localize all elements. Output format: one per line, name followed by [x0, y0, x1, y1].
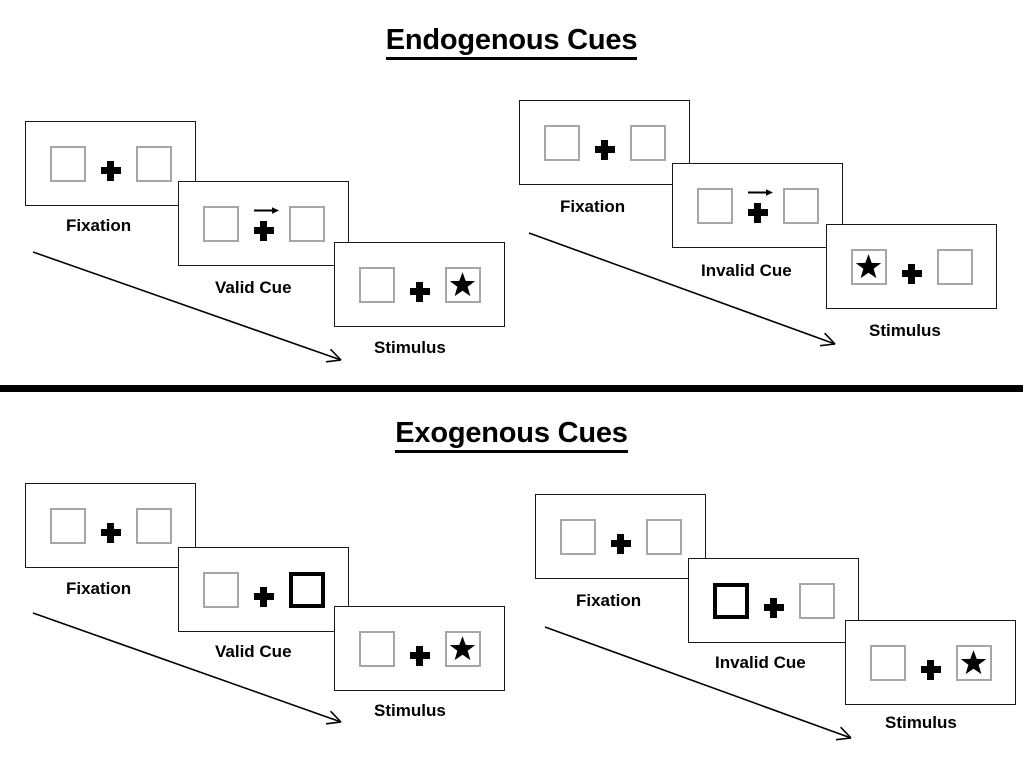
section-divider [0, 385, 1023, 392]
trial-display-row [49, 507, 172, 544]
right-placeholder-box [135, 507, 172, 544]
section-title-text: Endogenous Cues [385, 25, 637, 61]
fixation-cue-stack [100, 508, 122, 544]
trial-display-row [202, 571, 325, 608]
plus-cross-icon [100, 160, 121, 181]
fixation-cue-stack [901, 249, 923, 285]
plus-cross-icon [920, 659, 941, 680]
trial-display-row [49, 145, 172, 182]
panel-caption-stimulus: Stimulus [374, 701, 446, 720]
plus-cross-icon [409, 645, 430, 666]
panel-caption-fixation: Fixation [66, 579, 132, 598]
star-icon [960, 650, 987, 675]
fixation-cue-stack [100, 146, 122, 182]
right-placeholder-box [288, 205, 325, 242]
right-placeholder-box [936, 248, 973, 285]
plus-cross-icon [253, 220, 274, 241]
trial-frame-fixation [25, 121, 196, 206]
fixation-cue-stack [747, 188, 773, 224]
trial-frame-valid-cue [178, 181, 349, 266]
fixation-cue-stack [920, 645, 942, 681]
panel-caption-invalid-cue: Invalid Cue [715, 653, 806, 672]
trial-frame-invalid-cue [688, 558, 859, 643]
right-placeholder-box [782, 187, 819, 224]
trial-frame-stimulus [826, 224, 997, 309]
star-icon [449, 636, 476, 661]
trial-frame-invalid-cue [672, 163, 843, 248]
right-placeholder-box-cued [288, 571, 325, 608]
left-placeholder-box-cued [712, 582, 749, 619]
right-placeholder-box [645, 518, 682, 555]
left-placeholder-box [49, 145, 86, 182]
trial-frame-fixation [535, 494, 706, 579]
left-placeholder-box [202, 571, 239, 608]
fixation-cue-stack [253, 206, 279, 242]
plus-cross-icon [253, 586, 274, 607]
left-placeholder-box [543, 124, 580, 161]
left-placeholder-box [358, 630, 395, 667]
fixation-cue-stack [763, 583, 785, 619]
left-placeholder-box [49, 507, 86, 544]
plus-cross-icon [100, 522, 121, 543]
trial-display-row [869, 644, 992, 681]
right-placeholder-box [955, 644, 992, 681]
trial-frame-fixation [519, 100, 690, 185]
left-placeholder-box [358, 266, 395, 303]
section-title-exogenous: Exogenous Cues [0, 417, 1023, 454]
trial-display-row [358, 266, 481, 303]
panel-caption-fixation: Fixation [576, 591, 642, 610]
panel-caption-stimulus: Stimulus [374, 338, 446, 357]
trial-display-row [543, 124, 666, 161]
arrow-right-icon [747, 188, 773, 196]
plus-cross-icon [594, 139, 615, 160]
trial-display-row [696, 187, 819, 224]
left-placeholder-box [202, 205, 239, 242]
right-placeholder-box [444, 630, 481, 667]
trial-frame-stimulus [845, 620, 1016, 705]
trial-display-row [202, 205, 325, 242]
plus-cross-icon [901, 263, 922, 284]
fixation-cue-stack [594, 125, 616, 161]
trial-frame-valid-cue [178, 547, 349, 632]
panel-caption-fixation: Fixation [560, 197, 626, 216]
star-icon [855, 254, 882, 279]
fixation-cue-stack [409, 631, 431, 667]
left-placeholder-box [869, 644, 906, 681]
panel-caption-stimulus: Stimulus [885, 713, 957, 732]
arrow-right-icon [253, 206, 279, 214]
left-placeholder-box [850, 248, 887, 285]
panel-caption-fixation: Fixation [66, 216, 132, 235]
trial-display-row [712, 582, 835, 619]
fixation-cue-stack [253, 572, 275, 608]
section-title-text: Exogenous Cues [395, 418, 628, 454]
trial-frame-stimulus [334, 606, 505, 691]
plus-cross-icon [747, 202, 768, 223]
right-placeholder-box [629, 124, 666, 161]
right-placeholder-box [798, 582, 835, 619]
plus-cross-icon [763, 597, 784, 618]
section-title-endogenous: Endogenous Cues [0, 24, 1023, 61]
panel-caption-invalid-cue: Invalid Cue [701, 261, 792, 280]
trial-display-row [850, 248, 973, 285]
trial-frame-fixation [25, 483, 196, 568]
fixation-cue-stack [409, 267, 431, 303]
plus-cross-icon [610, 533, 631, 554]
right-placeholder-box [135, 145, 172, 182]
left-placeholder-box [696, 187, 733, 224]
panel-caption-stimulus: Stimulus [869, 321, 941, 340]
fixation-cue-stack [610, 519, 632, 555]
right-placeholder-box [444, 266, 481, 303]
plus-cross-icon [409, 281, 430, 302]
panel-caption-valid-cue: Valid Cue [215, 278, 292, 297]
trial-display-row [358, 630, 481, 667]
panel-caption-valid-cue: Valid Cue [215, 642, 292, 661]
left-placeholder-box [559, 518, 596, 555]
trial-frame-stimulus [334, 242, 505, 327]
trial-display-row [559, 518, 682, 555]
star-icon [449, 272, 476, 297]
